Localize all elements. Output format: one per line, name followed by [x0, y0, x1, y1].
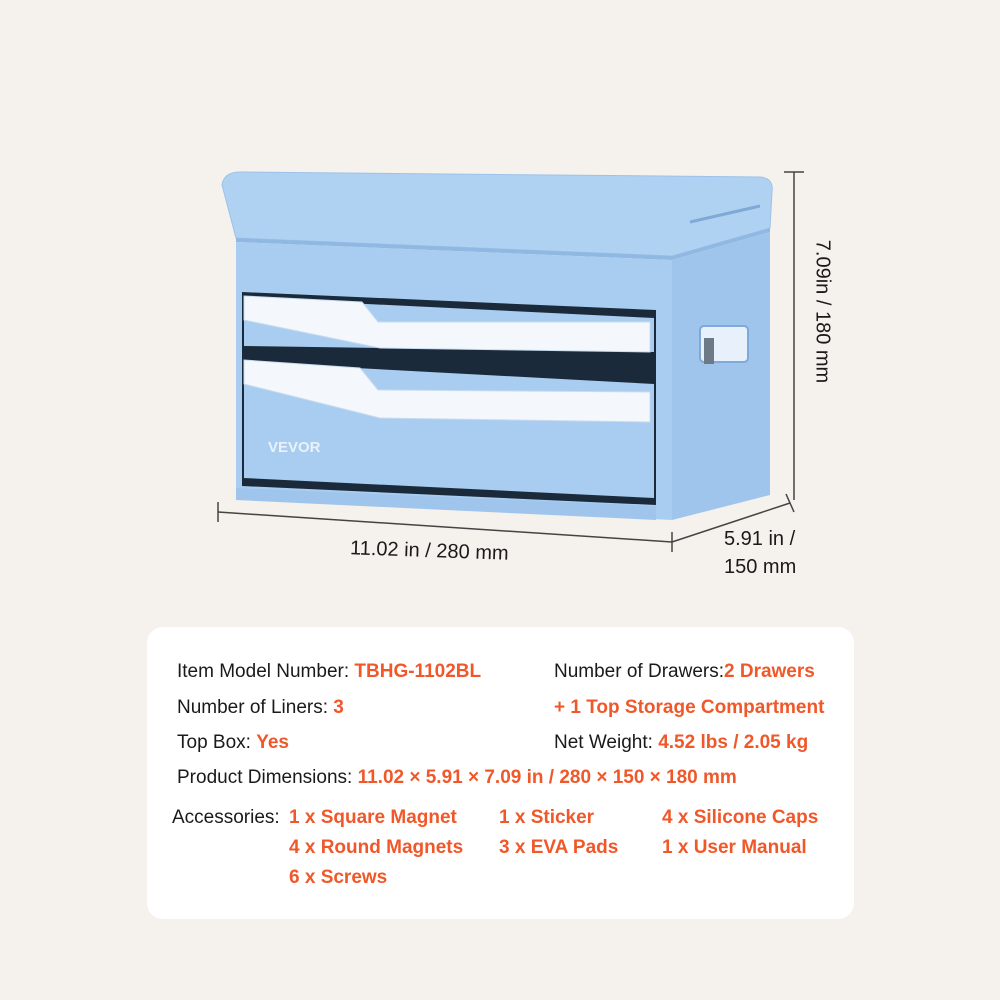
topbox-value: Yes: [256, 732, 289, 753]
drawers-value: 2 Drawers: [724, 661, 815, 682]
weight-label: Net Weight:: [554, 732, 653, 753]
accessories-label: Accessories:: [172, 807, 280, 828]
liners-value: 3: [333, 697, 344, 718]
depth-label-line1: 5.91 in /: [724, 528, 796, 550]
accessory-item: 1 x User Manual: [662, 837, 807, 858]
weight-row: Net Weight: 4.52 lbs / 2.05 kg: [554, 732, 808, 754]
accessory-item: 1 x Square Magnet: [289, 807, 457, 828]
depth-label: 5.91 in / 150 mm: [724, 525, 796, 581]
brand-logo: VEVOR: [268, 439, 321, 456]
toolbox-base: [236, 488, 656, 520]
model-label: Item Model Number:: [177, 661, 350, 682]
accessory-item: 3 x EVA Pads: [499, 837, 619, 858]
model-row: Item Model Number: TBHG-1102BL: [177, 661, 481, 683]
accessory-item: 6 x Screws: [289, 867, 388, 888]
height-label: 7.09in / 180 mm: [811, 239, 834, 384]
model-value: TBHG-1102BL: [354, 661, 482, 682]
width-dimension-line: [217, 511, 673, 543]
side-handle-grip: [704, 338, 714, 364]
topbox-row: Top Box: Yes: [177, 732, 289, 754]
depth-dimension-line: [671, 502, 791, 543]
toolbox-side: [672, 232, 770, 520]
topbox-label: Top Box:: [177, 732, 251, 753]
lid-front-edge: [236, 228, 770, 260]
accessory-item: 4 x Silicone Caps: [662, 807, 819, 828]
drawers-row: Number of Drawers:2 Drawers: [554, 661, 815, 683]
drawers-value-extra: + 1 Top Storage Compartment: [554, 697, 825, 718]
dims-value: 11.02 × 5.91 × 7.09 in / 280 × 150 × 180…: [357, 767, 737, 788]
weight-value: 4.52 lbs / 2.05 kg: [658, 732, 809, 753]
drawer-top-handle[interactable]: [243, 295, 651, 353]
drawer-bottom-handle[interactable]: [243, 359, 651, 423]
product-illustration: VEVOR: [217, 171, 804, 552]
accessory-item: 4 x Round Magnets: [289, 837, 464, 858]
liners-row: Number of Liners: 3: [177, 697, 344, 719]
lid-handle-slot: [689, 204, 761, 224]
liners-label: Number of Liners:: [177, 697, 329, 718]
depth-label-line2: 150 mm: [724, 556, 797, 578]
spec-card: Item Model Number: TBHG-1102BL Number of…: [147, 627, 854, 919]
dims-label: Product Dimensions:: [177, 767, 353, 788]
dims-row: Product Dimensions: 11.02 × 5.91 × 7.09 …: [177, 767, 737, 789]
accessory-item: 1 x Sticker: [499, 807, 595, 828]
drawers-label: Number of Drawers:: [554, 661, 724, 682]
toolbox-lid: [221, 171, 773, 257]
